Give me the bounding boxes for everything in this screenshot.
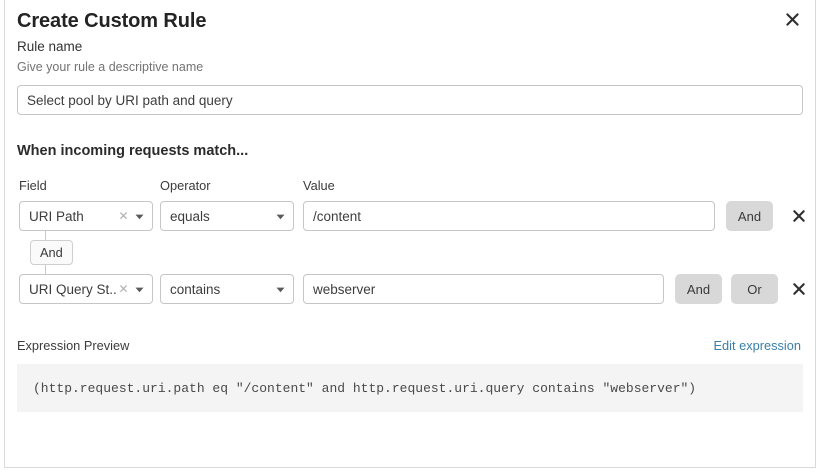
dialog-header: Create Custom Rule: [17, 0, 803, 38]
chevron-down-icon[interactable]: [274, 211, 287, 222]
operator-select-1-value: equals: [170, 208, 210, 224]
remove-row-icon[interactable]: [790, 201, 808, 231]
condition-row: URI Path ✕ equals: [17, 201, 805, 231]
clear-icon[interactable]: ✕: [118, 282, 129, 296]
expression-preview-text: (http.request.uri.path eq "/content" and…: [33, 380, 697, 396]
operator-select-2-value: contains: [170, 281, 221, 297]
edit-expression-link[interactable]: Edit expression: [713, 338, 802, 353]
match-section: When incoming requests match... Field Op…: [17, 141, 805, 304]
clear-icon[interactable]: ✕: [118, 209, 129, 223]
value-input-1[interactable]: [303, 201, 715, 231]
condition-column-headers: Field Operator Value: [17, 177, 803, 195]
create-custom-rule-dialog: Create Custom Rule Rule name Give your r…: [4, 0, 816, 468]
rule-name-label: Rule name: [17, 39, 83, 54]
expression-preview-label: Expression Preview: [17, 338, 130, 353]
close-icon[interactable]: [781, 8, 803, 30]
connector-and-chip[interactable]: And: [30, 240, 73, 265]
field-select-1[interactable]: URI Path ✕: [19, 201, 153, 231]
match-heading: When incoming requests match...: [17, 143, 249, 159]
column-header-field: Field: [19, 178, 47, 193]
field-select-2[interactable]: URI Query St... ✕: [19, 274, 153, 304]
remove-row-icon[interactable]: [790, 274, 808, 304]
field-select-1-value: URI Path: [29, 208, 84, 224]
chevron-down-icon[interactable]: [133, 211, 146, 222]
and-button-row-1[interactable]: And: [726, 201, 773, 231]
field-select-2-value: URI Query St...: [29, 281, 117, 297]
page-title: Create Custom Rule: [17, 10, 207, 32]
operator-select-2[interactable]: contains: [160, 274, 294, 304]
chevron-down-icon[interactable]: [133, 284, 146, 295]
rule-name-help-text: Give your rule a descriptive name: [17, 60, 204, 74]
condition-row: URI Query St... ✕ contains: [17, 274, 805, 304]
value-input-2[interactable]: [303, 274, 664, 304]
or-button-row-2[interactable]: Or: [731, 274, 778, 304]
operator-select-1[interactable]: equals: [160, 201, 294, 231]
expression-preview-section: Expression Preview Edit expression (http…: [17, 336, 803, 412]
chevron-down-icon[interactable]: [274, 284, 287, 295]
condition-rows: URI Path ✕ equals: [17, 201, 805, 304]
rule-name-input[interactable]: [17, 85, 803, 115]
row-connector: And: [17, 231, 803, 274]
rule-name-section: Rule name Give your rule a descriptive n…: [17, 38, 803, 115]
expression-preview-header: Expression Preview Edit expression: [17, 336, 803, 356]
column-header-operator: Operator: [160, 178, 211, 193]
column-header-value: Value: [303, 178, 335, 193]
expression-preview-box: (http.request.uri.path eq "/content" and…: [17, 364, 803, 412]
and-button-row-2[interactable]: And: [675, 274, 722, 304]
